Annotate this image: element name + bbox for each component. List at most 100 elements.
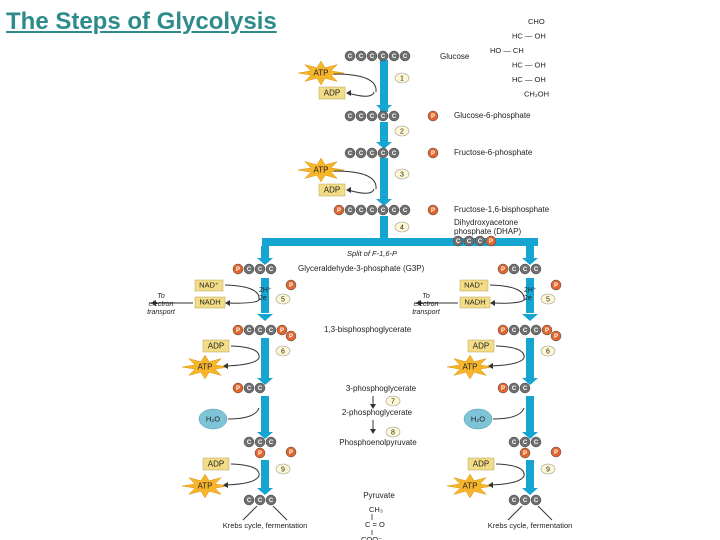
phosphate-ball [232,263,244,275]
carbon-letter: C [478,239,483,245]
flow-arrowhead [257,488,273,495]
carbon-letter: C [512,267,517,273]
carbon-ball [243,324,255,336]
carbon-letter: C [258,267,263,273]
carbon-letter: C [534,498,539,504]
step-number: 9 [546,466,550,473]
label-fructose-6-phosphate: Fructose-6-phosphate [454,148,533,157]
phosphate-letter: P [501,267,505,273]
step-number: 3 [400,171,404,178]
carbon-ball [254,263,266,275]
carbon-letter: C [348,208,353,214]
flow-shaft [261,396,269,432]
phosphate-ball [285,330,297,342]
step-number: 1 [400,75,404,82]
carbon-letter: C [269,440,274,446]
step-number-bubble [385,426,401,438]
flow-shaft [261,246,269,259]
label-krebs-cycle: Krebs cycle, fermentation [223,521,308,530]
carbon-letter: C [258,440,263,446]
adp-to-atp-curve [224,345,260,367]
carbon-ball [355,110,367,122]
phosphate-letter: P [258,451,262,457]
flow-arrowhead [257,314,273,321]
carbon-letter: C [381,114,386,120]
krebs-arrow-left [507,505,523,521]
step-number: 7 [391,398,395,405]
carbon-ball [254,436,266,448]
step-number: 6 [546,348,550,355]
carbon-ball [519,436,531,448]
step-number-bubble [540,293,556,305]
phosphate-letter: P [431,114,435,120]
carbon-letter: C [381,54,386,60]
label-to: To [422,293,430,300]
nadh-box [459,296,491,309]
step-number-bubble [275,345,291,357]
carbon-letter: C [512,498,517,504]
flow-shaft [380,122,388,143]
curved-arrow-head [370,404,376,409]
phosphate-letter: P [431,208,435,214]
phosphate-ball [427,147,439,159]
carbon-ball [243,494,255,506]
carbon-ball [265,494,277,506]
carbon-letter: C [359,54,364,60]
label-fructose-1-6-bisphosphate: Fructose-1,6-bisphosphate [454,205,550,214]
glucose-structure-line: HC — OH [512,31,546,40]
carbon-letter: C [467,239,472,245]
two-e-label: 2e [524,295,532,302]
label-3-phosphoglycerate: 3-phosphoglycerate [346,384,417,393]
carbon-ball [254,324,266,336]
flow-shaft [261,460,269,488]
carbon-ball [519,263,531,275]
carbon-ball [474,235,486,247]
carbon-letter: C [348,114,353,120]
carbon-ball [388,110,400,122]
atp-starburst [182,473,228,499]
carbon-ball [265,263,277,275]
carbon-ball [463,235,475,247]
pyruvate-ch3: CH₃ [369,505,383,514]
carbon-letter: C [370,114,375,120]
phosphate-letter: P [289,450,293,456]
adp-return-curve [347,91,375,97]
carbon-letter: C [348,54,353,60]
label-electron: electron [414,301,439,308]
carbon-letter: C [247,267,252,273]
krebs-arrow-right [537,505,553,521]
nadh-label: NADH [199,297,220,306]
phosphate-letter: P [289,283,293,289]
phosphate-ball [232,382,244,394]
flow-arrowhead [257,432,273,439]
carbon-ball [344,204,356,216]
phosphate-ball [276,324,288,336]
phosphate-ball [550,330,562,342]
carbon-letter: C [512,328,517,334]
step-number-bubble [394,125,410,137]
phosphate-ball [541,324,553,336]
atp-label: ATP [463,363,478,372]
phosphate-ball [497,324,509,336]
carbon-letter: C [392,114,397,120]
pyruvate-carboxylate: COO⁻ [361,535,382,540]
carbon-ball [377,110,389,122]
phosphate-ball [285,279,297,291]
slide-title: The Steps of Glycolysis [6,8,277,35]
atp-starburst [447,354,493,380]
water-bubble [198,408,228,430]
label-split-f-1-6-p: Split of F-1,6-P [347,249,397,258]
water-bubble [463,408,493,430]
atp-label: ATP [198,482,213,491]
carbon-ball [355,147,367,159]
flow-shaft [380,216,388,245]
step-number: 6 [281,348,285,355]
carbon-ball [243,382,255,394]
atp-to-adp-curve [333,170,377,190]
phosphate-letter: P [554,450,558,456]
nad-box [459,279,489,292]
phosphate-letter: P [501,386,505,392]
carbon-ball [519,324,531,336]
phosphate-letter: P [501,328,505,334]
label-pyruvate: Pyruvate [363,491,395,500]
